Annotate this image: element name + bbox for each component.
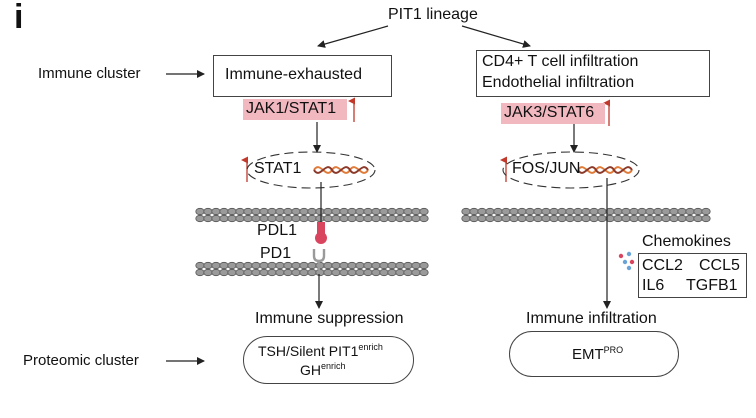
proteomic-cluster-label: Proteomic cluster xyxy=(23,352,139,369)
right-nucleus-ellipse xyxy=(502,151,640,189)
chemokines-title: Chemokines xyxy=(642,233,731,250)
jak3-stat6-label: JAK3/STAT6 xyxy=(504,104,595,121)
cd4-infiltration-text: CD4+ T cell infiltration xyxy=(482,53,639,70)
emt-pro-cluster: EMTPRO xyxy=(509,331,679,377)
right-upper-membrane xyxy=(461,207,711,223)
right-dna-icon xyxy=(577,166,633,174)
lineage-to-right-arrow xyxy=(461,25,531,48)
lineage-to-left-arrow xyxy=(317,25,389,48)
pdl1-label: PDL1 xyxy=(257,222,298,239)
chemokine-ccl5: CCL5 xyxy=(699,257,740,274)
immune-cluster-label: Immune cluster xyxy=(38,65,141,82)
chemokines-box: CCL2 CCL5 IL6 TGFB1 xyxy=(638,253,747,298)
left-nucleus-ellipse xyxy=(246,151,376,189)
jak1-stat1-highlight: JAK1/STAT1 xyxy=(243,99,347,120)
chemokine-dots-icon xyxy=(618,251,635,271)
endothelial-infiltration-text: Endothelial infiltration xyxy=(482,74,635,91)
chemokine-tgfb1: TGFB1 xyxy=(686,277,738,294)
stat1-label: STAT1 xyxy=(254,160,302,177)
panel-label: i xyxy=(14,0,24,36)
gh-enrich-text: GHenrich xyxy=(300,361,346,378)
chemokine-il6: IL6 xyxy=(642,277,665,294)
cell-membranes xyxy=(195,207,711,277)
immune-infiltration-label: Immune infiltration xyxy=(526,310,657,327)
emt-pro-text: EMTPRO xyxy=(572,345,624,363)
lineage-title: PIT1 lineage xyxy=(388,6,478,23)
tsh-silent-pit1-cluster: TSH/Silent PIT1enrich GHenrich xyxy=(243,336,414,384)
pdl1-ligand-icon xyxy=(315,222,327,244)
pd1-receptor-icon xyxy=(312,249,326,270)
jak1-stat1-label: JAK1/STAT1 xyxy=(246,100,337,117)
fos-jun-label: FOS/JUN xyxy=(512,160,581,177)
immune-exhausted-text: Immune-exhausted xyxy=(225,66,362,83)
left-upper-membrane xyxy=(195,207,429,223)
tsh-silent-pit1-text: TSH/Silent PIT1enrich xyxy=(258,342,383,359)
pd1-label: PD1 xyxy=(260,245,292,262)
left-lower-membrane xyxy=(195,261,429,277)
immune-suppression-label: Immune suppression xyxy=(255,310,404,327)
chemokine-ccl2: CCL2 xyxy=(642,257,683,274)
jak3-stat6-highlight: JAK3/STAT6 xyxy=(501,103,605,124)
immune-exhausted-box: Immune-exhausted xyxy=(213,55,392,97)
infiltration-box: CD4+ T cell infiltration Endothelial inf… xyxy=(476,50,710,97)
left-dna-icon xyxy=(313,166,369,174)
